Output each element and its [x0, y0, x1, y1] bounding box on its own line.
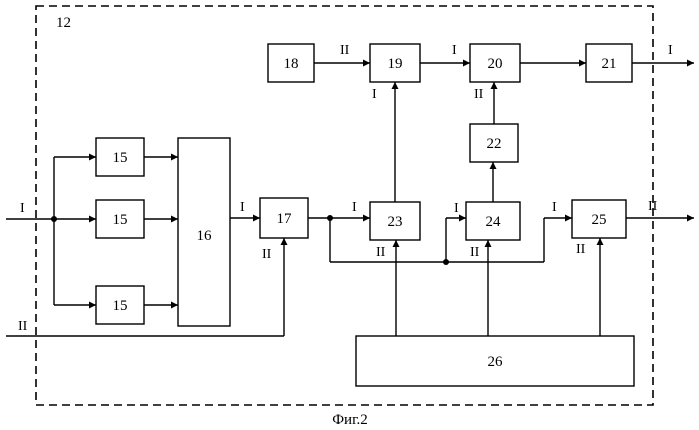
block-25: 25 [572, 200, 626, 238]
block-16: 16 [178, 138, 230, 326]
block-26: 26 [356, 336, 634, 386]
block-15-middle: 15 [96, 200, 144, 238]
svg-text:23: 23 [388, 214, 403, 230]
block-20: 20 [470, 44, 520, 82]
svg-text:I: I [240, 200, 245, 215]
svg-text:21: 21 [602, 56, 617, 72]
svg-text:I: I [372, 87, 377, 102]
svg-text:24: 24 [486, 214, 502, 230]
svg-text:I: I [668, 43, 673, 58]
block-23: 23 [370, 202, 420, 240]
svg-text:II: II [18, 319, 28, 334]
block-17: 17 [260, 198, 308, 238]
svg-text:15: 15 [113, 150, 128, 166]
svg-text:II: II [262, 247, 272, 262]
svg-text:I: I [452, 43, 457, 58]
svg-text:II: II [576, 242, 586, 257]
svg-text:II: II [474, 87, 484, 102]
svg-text:19: 19 [388, 56, 403, 72]
block-22: 22 [470, 124, 518, 162]
svg-text:I: I [20, 201, 25, 216]
svg-text:20: 20 [488, 56, 503, 72]
block-24: 24 [466, 202, 520, 240]
enclosure-label: 12 [56, 15, 71, 31]
svg-text:18: 18 [284, 56, 299, 72]
figure-caption: Фиг.2 [332, 412, 368, 428]
svg-text:22: 22 [487, 136, 502, 152]
block-15-top: 15 [96, 138, 144, 176]
svg-text:15: 15 [113, 298, 128, 314]
svg-text:26: 26 [488, 354, 504, 370]
svg-text:I: I [454, 201, 459, 216]
block-21: 21 [586, 44, 632, 82]
svg-text:15: 15 [113, 212, 128, 228]
block-15-bottom: 15 [96, 286, 144, 324]
block-18: 18 [268, 44, 314, 82]
svg-text:I: I [552, 200, 557, 215]
svg-text:II: II [376, 245, 386, 260]
svg-text:II: II [470, 245, 480, 260]
svg-text:16: 16 [197, 228, 213, 244]
svg-text:17: 17 [277, 211, 293, 227]
svg-text:II: II [340, 43, 350, 58]
block-19: 19 [370, 44, 420, 82]
svg-text:I: I [352, 200, 357, 215]
svg-text:II: II [648, 199, 658, 214]
svg-text:25: 25 [592, 212, 607, 228]
